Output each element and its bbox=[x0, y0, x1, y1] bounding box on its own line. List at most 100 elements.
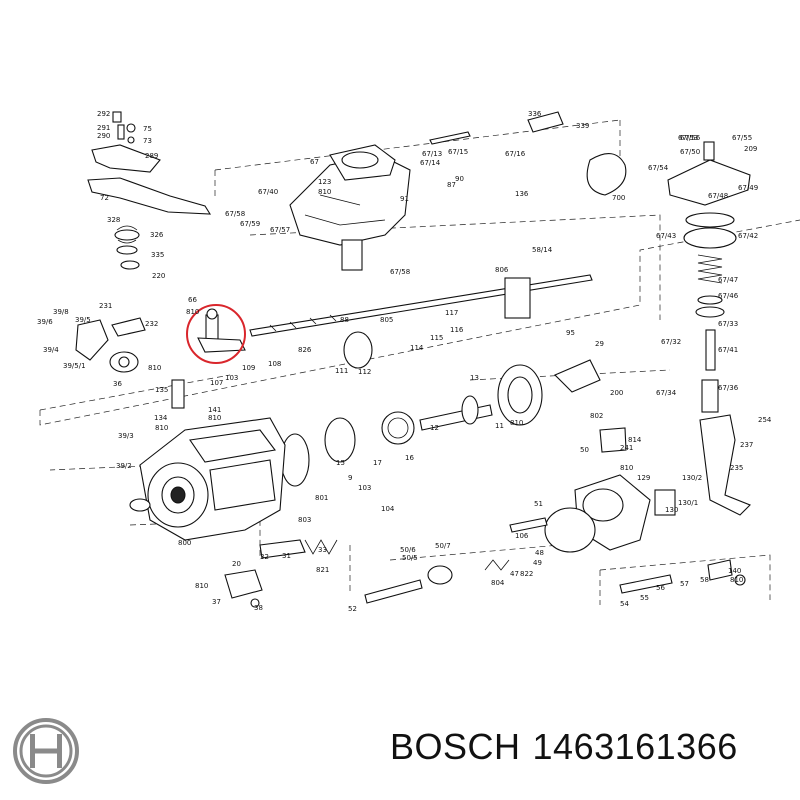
part-label: 67/49 bbox=[738, 184, 758, 192]
left-flange-parts bbox=[75, 317, 185, 409]
part-label: 336 bbox=[528, 110, 542, 118]
part-label: 9 bbox=[348, 474, 352, 482]
part-label: 67/42 bbox=[738, 232, 758, 240]
part-label: 67/57 bbox=[270, 226, 290, 234]
part-label: 135 bbox=[155, 386, 168, 394]
part-number-labels: 2922912907573289723283263352203363396767… bbox=[37, 110, 772, 613]
part-label: 822 bbox=[520, 570, 533, 578]
part-label: 67/40 bbox=[258, 188, 278, 196]
part-label: 15 bbox=[336, 459, 345, 467]
part-label: 67/41 bbox=[718, 346, 738, 354]
part-label: 810 bbox=[148, 364, 161, 372]
part-label: 209 bbox=[744, 145, 757, 153]
part-label: 109 bbox=[242, 364, 255, 372]
part-label: 67/33 bbox=[718, 320, 738, 328]
part-label: 114 bbox=[410, 344, 424, 352]
part-label: 235 bbox=[730, 464, 743, 472]
part-label: 67/34 bbox=[656, 389, 677, 397]
part-label: 67/58 bbox=[225, 210, 245, 218]
part-label: 37 bbox=[212, 598, 221, 606]
part-label: 289 bbox=[145, 152, 158, 160]
part-label: 47 bbox=[510, 570, 519, 578]
part-label: 116 bbox=[450, 326, 464, 334]
part-label: 36 bbox=[113, 380, 122, 388]
part-label: 67/15 bbox=[448, 148, 468, 156]
part-label: 38 bbox=[254, 604, 263, 612]
part-label: 39/8 bbox=[53, 308, 69, 316]
governor-lever-assembly bbox=[87, 111, 212, 270]
part-label: 87 bbox=[447, 181, 456, 189]
part-label: 136 bbox=[515, 190, 529, 198]
part-label: 39/4 bbox=[43, 346, 59, 354]
part-label: 39/3 bbox=[118, 432, 134, 440]
part-label: 90 bbox=[455, 175, 464, 183]
part-label: 802 bbox=[590, 412, 603, 420]
part-label: 16 bbox=[405, 454, 414, 462]
part-label: 39/5 bbox=[75, 316, 91, 324]
part-label: 810 bbox=[208, 414, 221, 422]
part-label: 31 bbox=[282, 552, 291, 560]
part-label: 111 bbox=[335, 367, 348, 375]
part-label: 66 bbox=[188, 296, 197, 304]
part-label: 328 bbox=[107, 216, 120, 224]
part-label: 700 bbox=[612, 194, 625, 202]
part-label: 810 bbox=[155, 424, 168, 432]
part-label: 220 bbox=[152, 272, 165, 280]
part-label: 39/6 bbox=[37, 318, 53, 326]
part-label: 801 bbox=[315, 494, 328, 502]
part-label: 67/43 bbox=[656, 232, 676, 240]
part-label: 67/13 bbox=[422, 150, 442, 158]
part-label: 134 bbox=[154, 414, 168, 422]
part-label: 67/16 bbox=[505, 150, 526, 158]
part-label: 51 bbox=[534, 500, 543, 508]
part-label: 339 bbox=[576, 122, 589, 130]
part-label: 103 bbox=[358, 484, 371, 492]
part-label: 237 bbox=[740, 441, 753, 449]
part-label: 803 bbox=[298, 516, 311, 524]
part-label: 55 bbox=[640, 594, 649, 602]
part-label: 814 bbox=[628, 436, 642, 444]
part-label: 806 bbox=[495, 266, 509, 274]
part-label: 241 bbox=[620, 444, 633, 452]
part-label: 108 bbox=[268, 360, 281, 368]
part-number: 1463161366 bbox=[532, 726, 738, 767]
part-label: 326 bbox=[150, 231, 164, 239]
part-label: 107 bbox=[210, 379, 223, 387]
part-label: 231 bbox=[99, 302, 112, 310]
part-label: 805 bbox=[380, 316, 393, 324]
part-label: 75 bbox=[143, 125, 152, 133]
part-label: 39/2 bbox=[116, 462, 132, 470]
part-label: 810 bbox=[318, 188, 331, 196]
pump-housing bbox=[129, 417, 286, 541]
part-label: 58/14 bbox=[532, 246, 553, 254]
part-label: 56 bbox=[656, 584, 665, 592]
part-label: 50/5 bbox=[402, 554, 418, 562]
part-label: 112 bbox=[358, 368, 371, 376]
part-label: 67/32 bbox=[661, 338, 681, 346]
part-label: 58 bbox=[700, 576, 709, 584]
part-label: 50 bbox=[580, 446, 589, 454]
part-label: 11 bbox=[495, 422, 504, 430]
part-label: 57 bbox=[680, 580, 689, 588]
part-label: 141 bbox=[208, 406, 221, 414]
part-label: 123 bbox=[318, 178, 331, 186]
part-label: 88 bbox=[340, 316, 349, 324]
distributor-head bbox=[544, 414, 751, 553]
part-label: 67/54 bbox=[648, 164, 669, 172]
part-label: 67/55 bbox=[732, 134, 752, 142]
part-label: 67/36 bbox=[718, 384, 739, 392]
part-label: 67/47 bbox=[718, 276, 738, 284]
part-label: 290 bbox=[97, 132, 110, 140]
part-label: 67 bbox=[310, 158, 319, 166]
part-label: 254 bbox=[758, 416, 772, 424]
part-label: 104 bbox=[381, 505, 395, 513]
part-label: 13 bbox=[470, 374, 479, 382]
part-label: 73 bbox=[143, 137, 152, 145]
small-parts-row bbox=[224, 517, 746, 608]
part-label: 72 bbox=[100, 194, 109, 202]
part-label: 48 bbox=[535, 549, 544, 557]
part-label: 335 bbox=[151, 251, 164, 259]
part-label: 140 bbox=[728, 567, 741, 575]
